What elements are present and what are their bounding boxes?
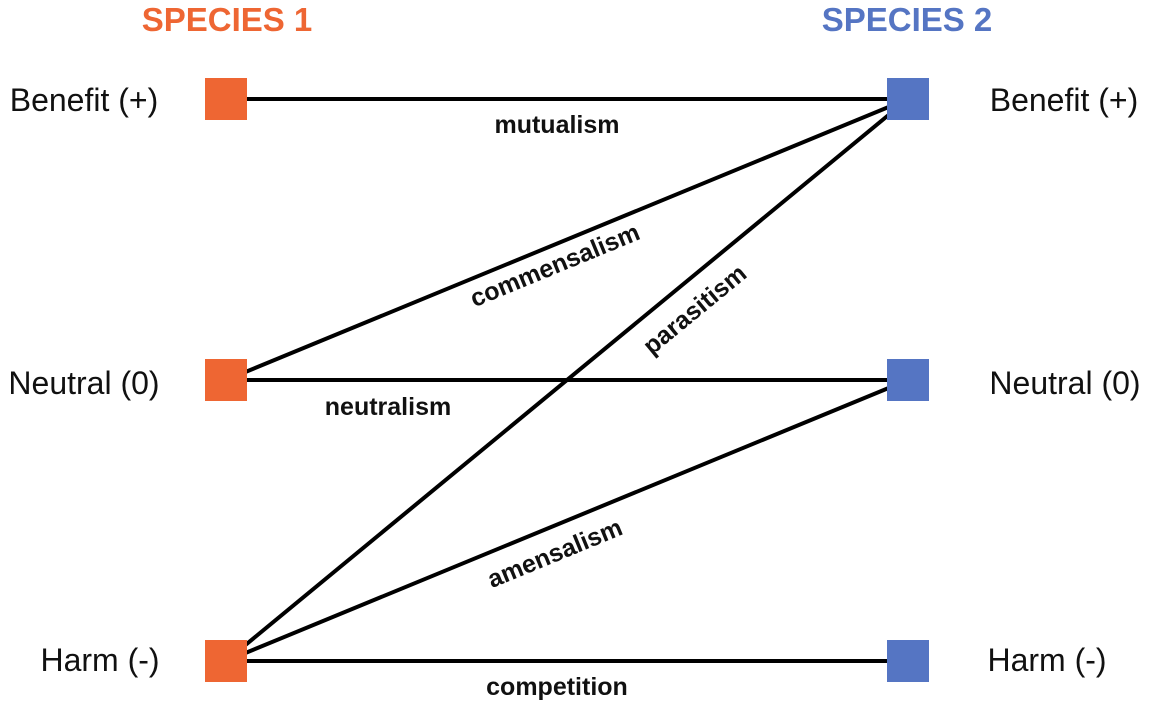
competition-label: competition (486, 673, 628, 701)
mutualism-label: mutualism (494, 111, 619, 139)
species-1-benefit-node (205, 78, 247, 120)
species-2-benefit-node (887, 78, 929, 120)
species-2-neutral-node (887, 359, 929, 401)
neutralism-label: neutralism (325, 393, 451, 421)
species-1-neutral-label: Neutral (0) (8, 365, 159, 401)
species-1-benefit-label: Benefit (+) (10, 82, 159, 118)
species-1-neutral-node (205, 359, 247, 401)
commensalism-label: commensalism (466, 218, 644, 313)
species-2-harm-node (887, 640, 929, 682)
species-2-title: SPECIES 2 (822, 1, 993, 38)
species-1-harm-node (205, 640, 247, 682)
species-2-neutral-label: Neutral (0) (989, 365, 1140, 401)
species-2-benefit-label: Benefit (+) (990, 82, 1139, 118)
commensalism-line (224, 97, 910, 382)
amensalism-line (224, 378, 910, 663)
species-1-title: SPECIES 1 (142, 1, 313, 38)
species-2-harm-label: Harm (-) (987, 642, 1106, 678)
species-1-harm-label: Harm (-) (40, 642, 159, 678)
